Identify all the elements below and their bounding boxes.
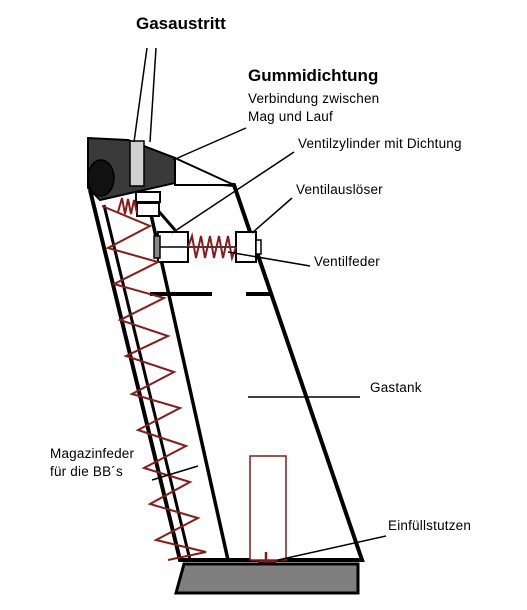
label-ventilzylinder: Ventilzylinder mit Dichtung — [298, 136, 462, 151]
leader-ventilzylinder — [171, 151, 295, 234]
label-gasaustritt: Gasaustritt — [136, 14, 226, 33]
label-gastank: Gastank — [370, 380, 422, 395]
ventilausloeser — [235, 231, 257, 263]
label-verbindung-line1: Verbindung zwischen — [248, 91, 380, 106]
leader-gasaustritt-1 — [133, 47, 148, 143]
valve-seat-block — [135, 191, 161, 203]
base-plate — [174, 562, 360, 595]
leader-ventilausloeser — [251, 197, 293, 234]
valve-seat-block-lower — [136, 202, 160, 217]
magazinfeder-spring — [101, 205, 207, 561]
upper-spring — [117, 197, 138, 215]
ventilfeder-spring — [187, 232, 237, 262]
nozzle-cone — [174, 156, 235, 186]
leader-ventilfeder — [227, 251, 311, 267]
leader-magazinfeder — [151, 465, 199, 481]
ventilzylinder-seal — [153, 235, 161, 259]
label-ventilfeder: Ventilfeder — [314, 254, 380, 269]
valve-assembly — [153, 231, 262, 263]
gummidichtung-seal — [129, 140, 145, 187]
ventilausloeser-cap — [255, 239, 262, 255]
label-ventilausloeser: Ventilauslöser — [296, 182, 383, 197]
einfuellstutzen-pipe — [249, 455, 287, 561]
label-magazinfeder-line2: für die BB´s — [50, 464, 123, 479]
magazine-inner-wall-outer — [102, 204, 192, 561]
label-verbindung-line2: Mag und Lauf — [248, 109, 333, 124]
leader-gasaustritt-2 — [149, 47, 157, 143]
nozzle-assembly — [87, 136, 235, 202]
label-gummidichtung: Gummidichtung — [248, 66, 379, 85]
leader-einfuellstutzen — [277, 535, 387, 561]
nozzle-opening — [87, 159, 115, 197]
leader-gummidichtung — [172, 127, 247, 161]
label-magazinfeder-line1: Magazinfeder — [50, 446, 135, 461]
label-einfuellstutzen: Einfüllstutzen — [388, 518, 472, 533]
magazine-inner-wall — [148, 209, 230, 561]
